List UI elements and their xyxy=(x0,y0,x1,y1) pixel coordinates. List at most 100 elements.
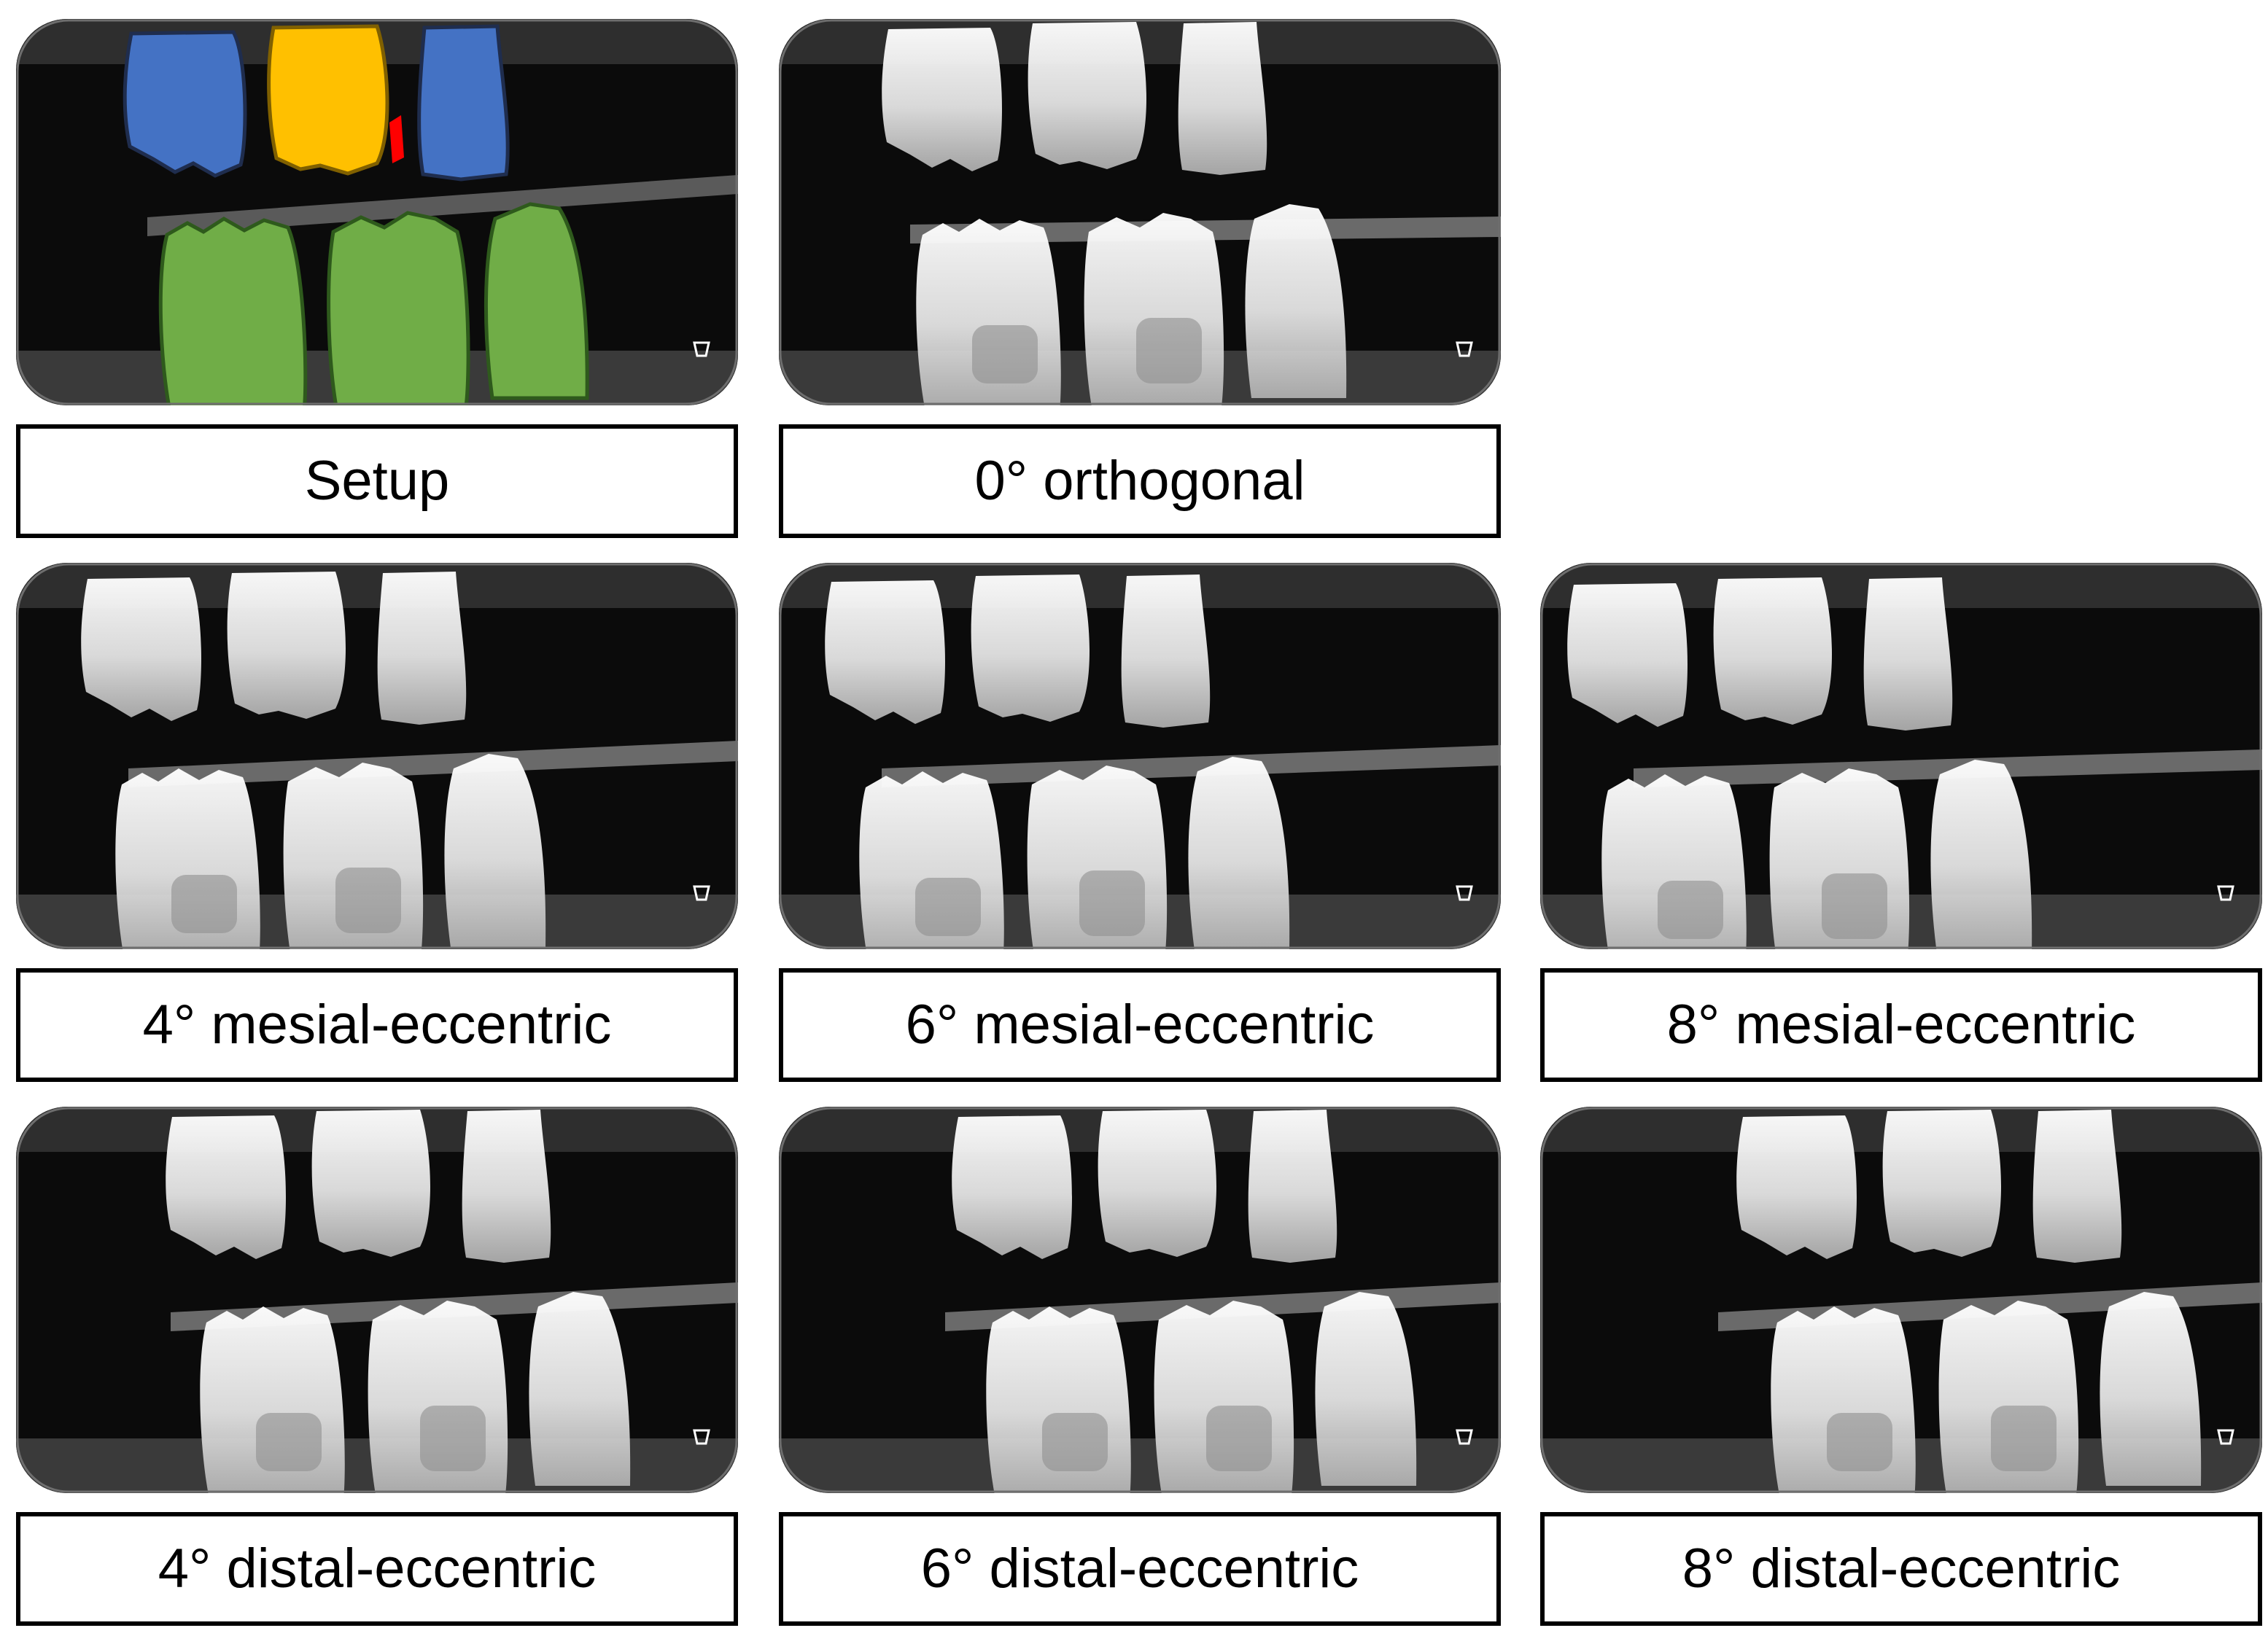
radiograph-4-distal xyxy=(16,1107,738,1493)
upper-tooth-3 xyxy=(2032,1110,2122,1263)
pulp-chamber-1 xyxy=(915,878,981,936)
film-area xyxy=(779,19,1501,405)
upper-tooth-3 xyxy=(1863,577,1953,731)
upper-tooth-2 xyxy=(971,574,1090,722)
radiograph-8-distal xyxy=(1540,1107,2262,1493)
label-box-0-orthogonal: 0° orthogonal xyxy=(779,424,1501,538)
film-area xyxy=(16,563,738,949)
panel-label-8-distal: 8° distal-eccentric xyxy=(1682,1538,2121,1600)
pulp-chamber-1 xyxy=(1658,881,1723,939)
radiograph-0-orthogonal xyxy=(779,19,1501,405)
upper-tooth-2 xyxy=(1882,1110,2001,1257)
label-box-4-distal: 4° distal-eccentric xyxy=(16,1512,738,1626)
film-area xyxy=(16,19,738,405)
label-box-6-mesial: 6° mesial-eccentric xyxy=(779,968,1501,1082)
film-border xyxy=(779,19,1501,405)
pulp-chamber-1 xyxy=(256,1413,322,1471)
film-dot-marker xyxy=(693,341,710,357)
pulp-chamber-1 xyxy=(171,875,237,933)
upper-tooth-1 xyxy=(825,580,945,724)
film-area xyxy=(1540,563,2262,949)
panel-label-setup: Setup xyxy=(304,450,450,512)
lower-tooth-3 xyxy=(1188,757,1290,949)
film-border xyxy=(779,563,1501,949)
film-area xyxy=(779,563,1501,949)
label-box-6-distal: 6° distal-eccentric xyxy=(779,1512,1501,1626)
lower-tooth-3 xyxy=(1930,760,2032,949)
panel-label-6-mesial: 6° mesial-eccentric xyxy=(905,994,1375,1056)
upper-tooth-1 xyxy=(81,577,201,721)
label-box-8-mesial: 8° mesial-eccentric xyxy=(1540,968,2262,1082)
film-dot-marker xyxy=(693,885,710,901)
bitewing-tab xyxy=(147,175,738,236)
panel-label-8-mesial: 8° mesial-eccentric xyxy=(1666,994,2136,1056)
bitewing-tab xyxy=(128,741,738,787)
lower-tooth-3 xyxy=(1245,204,1347,398)
upper-tooth-1 xyxy=(1567,583,1688,727)
segment-upper-mesial xyxy=(123,30,247,178)
upper-tooth-3 xyxy=(462,1110,551,1263)
pulp-chamber-2 xyxy=(1822,873,1887,939)
segment-lower-2 xyxy=(327,211,470,405)
panel-label-4-distal: 4° distal-eccentric xyxy=(158,1538,597,1600)
pulp-chamber-2 xyxy=(1991,1406,2057,1471)
pulp-chamber-1 xyxy=(1827,1413,1892,1471)
film-area xyxy=(779,1107,1501,1493)
pulp-chamber-2 xyxy=(420,1406,486,1471)
bitewing-tab xyxy=(1634,749,2262,787)
label-box-setup: Setup xyxy=(16,424,738,538)
pulp-chamber-2 xyxy=(1079,870,1145,936)
film-dot-marker xyxy=(693,1429,710,1445)
upper-tooth-2 xyxy=(1098,1110,1216,1257)
pulp-chamber-2 xyxy=(1136,318,1202,383)
film-area xyxy=(16,1107,738,1493)
upper-tooth-1 xyxy=(952,1115,1072,1259)
upper-tooth-2 xyxy=(227,572,346,719)
pulp-chamber-1 xyxy=(1042,1413,1108,1471)
film-dot-marker xyxy=(1456,1429,1473,1445)
upper-tooth-1 xyxy=(166,1115,286,1259)
upper-tooth-1 xyxy=(1736,1115,1857,1259)
radiograph-6-mesial xyxy=(779,563,1501,949)
label-box-8-distal: 8° distal-eccentric xyxy=(1540,1512,2262,1626)
upper-tooth-3 xyxy=(1121,574,1211,728)
film-border xyxy=(1540,563,2262,949)
label-box-4-mesial: 4° mesial-eccentric xyxy=(16,968,738,1082)
bitewing-tab xyxy=(882,745,1501,787)
upper-tooth-3 xyxy=(1248,1110,1337,1263)
panel-label-6-distal: 6° distal-eccentric xyxy=(920,1538,1359,1600)
pulp-chamber-1 xyxy=(972,325,1038,383)
segment-target-tooth xyxy=(267,24,389,176)
segment-lesion xyxy=(389,115,404,163)
pulp-chamber-2 xyxy=(1206,1406,1272,1471)
radiograph-8-mesial xyxy=(1540,563,2262,949)
lower-tooth-3 xyxy=(529,1292,631,1486)
film-dot-marker xyxy=(1456,341,1473,357)
upper-tooth-3 xyxy=(1178,22,1267,175)
film-dot-marker xyxy=(2217,1429,2234,1445)
radiograph-4-mesial xyxy=(16,563,738,949)
segment-lower-1 xyxy=(158,217,308,405)
pulp-chamber-2 xyxy=(335,868,401,933)
upper-tooth-2 xyxy=(1713,577,1832,725)
film-border xyxy=(779,1107,1501,1493)
panel-label-4-mesial: 4° mesial-eccentric xyxy=(142,994,612,1056)
upper-tooth-1 xyxy=(882,28,1002,171)
segment-lower-3 xyxy=(483,202,589,400)
film-border xyxy=(16,19,738,405)
setup-segmentation-image xyxy=(16,19,738,405)
lower-tooth-3 xyxy=(1315,1292,1417,1486)
film-dot-marker xyxy=(1456,885,1473,901)
segment-upper-distal xyxy=(417,24,510,182)
lower-tooth-3 xyxy=(444,754,546,948)
upper-tooth-3 xyxy=(377,572,467,725)
panel-label-0-orthogonal: 0° orthogonal xyxy=(974,450,1305,512)
lower-tooth-3 xyxy=(2100,1292,2202,1486)
film-dot-marker xyxy=(2217,885,2234,901)
radiograph-6-distal xyxy=(779,1107,1501,1493)
film-area xyxy=(1540,1107,2262,1493)
upper-tooth-2 xyxy=(1028,22,1146,169)
film-border xyxy=(16,563,738,949)
film-border xyxy=(1540,1107,2262,1493)
film-border xyxy=(16,1107,738,1493)
